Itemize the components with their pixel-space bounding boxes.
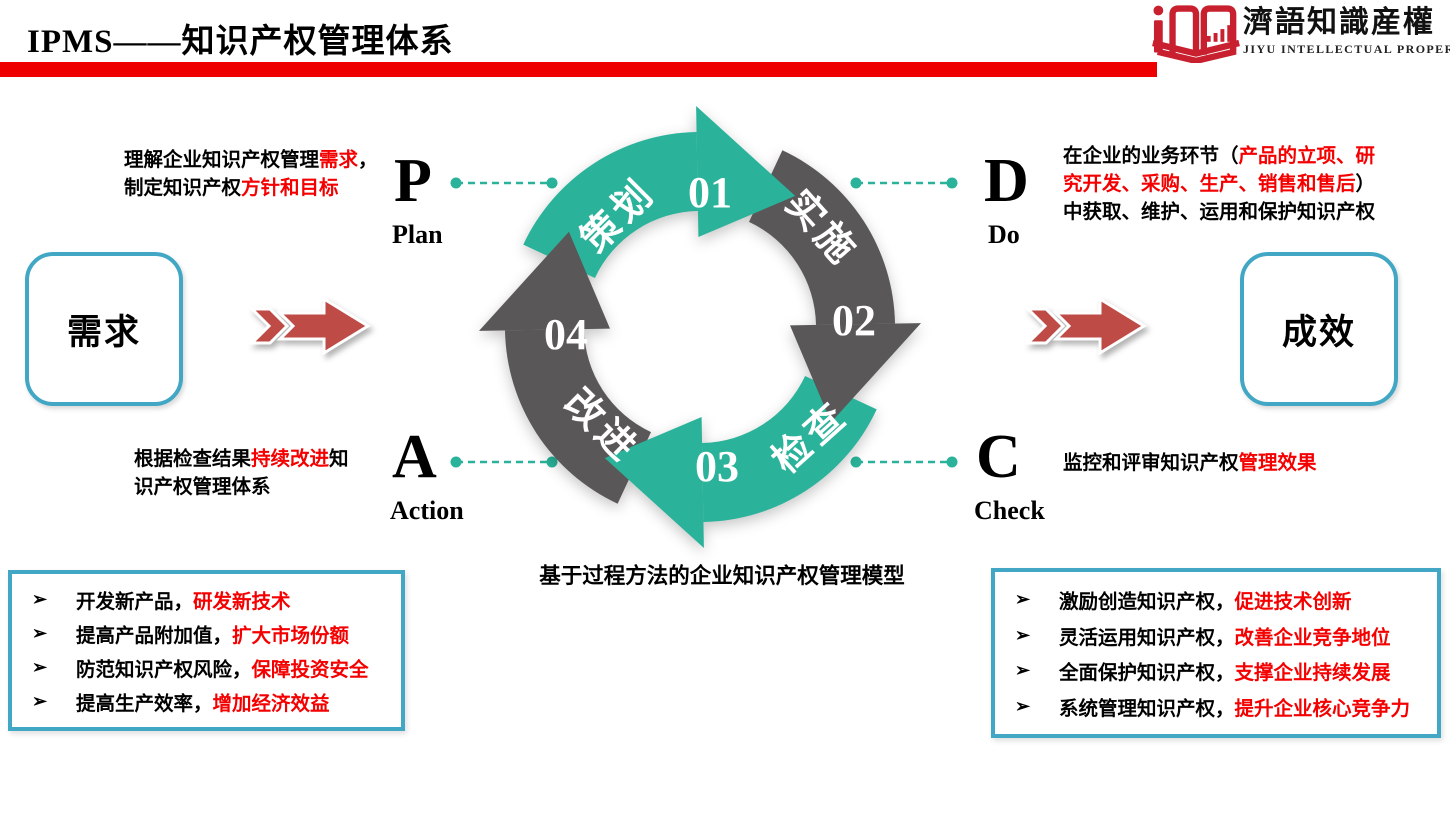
step-number-01: 01: [688, 168, 732, 217]
benefit-text: 提高产品附加值，扩大市场份额: [76, 626, 350, 647]
plan-description: 理解企业知识产权管理需求，制定知识产权方针和目标: [124, 150, 378, 199]
segment-plan-arrowhead: [696, 106, 796, 237]
segment-improve-arrowhead: [479, 231, 610, 331]
output-box-result: 成效: [1240, 252, 1398, 406]
list-item: ➢ 激励创造知识产权，促进技术创新: [995, 585, 1437, 614]
arrow-bullet-icon: ➢: [32, 657, 48, 677]
letter-c: C: [976, 423, 1021, 491]
do-connector-line: [850, 177, 958, 189]
arrow-bullet-icon: ➢: [1015, 696, 1031, 717]
benefits-box-right: ➢ 激励创造知识产权，促进技术创新 ➢ 灵活运用知识产权，改善企业竞争地位 ➢ …: [991, 568, 1441, 738]
step-number-02: 02: [832, 296, 876, 345]
arrow-bullet-icon: ➢: [32, 623, 48, 643]
plan-connector-line: [450, 177, 558, 189]
open-book-logo-icon: [1152, 5, 1240, 63]
logo-text: 濟語知識産權 JIYU INTELLECTUAL PROPERTY: [1243, 6, 1450, 57]
list-item: ➢ 系统管理知识产权，提升企业核心竞争力: [995, 692, 1437, 721]
arrow-bullet-icon: ➢: [32, 589, 48, 609]
benefit-text: 系统管理知识产权，提升企业核心竞争力: [1059, 699, 1411, 721]
action-connector-line: [450, 456, 558, 468]
word-do: Do: [988, 220, 1020, 249]
arrow-bullet-icon: ➢: [32, 691, 48, 711]
benefit-text: 开发新产品，研发新技术: [76, 592, 291, 613]
step-number-04: 04: [544, 310, 588, 359]
input-box-demand: 需求: [25, 252, 183, 406]
do-description: 在企业的业务环节（产品的立项、研究开发、采购、生产、销售和售后）中获取、维护、运…: [1063, 146, 1376, 223]
output-box-label: 成效: [1281, 312, 1356, 352]
word-plan: Plan: [392, 220, 443, 249]
step-number-03: 03: [695, 442, 739, 491]
benefit-text: 提高生产效率，增加经济效益: [76, 694, 330, 715]
letter-p: P: [394, 147, 432, 215]
list-item: ➢ 提高产品附加值，扩大市场份额: [12, 619, 401, 648]
list-item: ➢ 防范知识产权风险，保障投资安全: [12, 653, 401, 682]
check-description: 监控和评审知识产权管理效果: [1063, 453, 1317, 474]
letter-d: D: [984, 147, 1029, 215]
list-item: ➢ 灵活运用知识产权，改善企业竞争地位: [995, 621, 1437, 650]
benefit-text: 灵活运用知识产权，改善企业竞争地位: [1059, 627, 1391, 649]
benefits-box-left: ➢ 开发新产品，研发新技术 ➢ 提高产品附加值，扩大市场份额 ➢ 防范知识产权风…: [8, 570, 405, 731]
input-box-label: 需求: [66, 312, 141, 352]
list-item: ➢ 提高生产效率，增加经济效益: [12, 687, 401, 716]
arrow-bullet-icon: ➢: [1015, 588, 1031, 609]
benefit-text: 防范知识产权风险，保障投资安全: [76, 660, 369, 681]
check-connector-line: [850, 456, 958, 468]
action-description: 根据检查结果持续改进知识产权管理体系: [134, 449, 349, 498]
letter-a: A: [392, 423, 437, 491]
arrow-bullet-icon: ➢: [1015, 624, 1031, 645]
right-arrow-right: [1024, 296, 1147, 356]
benefit-text: 激励创造知识产权，促进技术创新: [1059, 591, 1352, 613]
list-item: ➢ 开发新产品，研发新技术: [12, 585, 401, 614]
diagram-caption: 基于过程方法的企业知识产权管理模型: [539, 564, 905, 588]
benefit-text: 全面保护知识产权，支撑企业持续发展: [1059, 663, 1391, 685]
logo-name-cn: 濟語知識産權: [1243, 6, 1435, 39]
word-action: Action: [390, 496, 464, 525]
logo-name-en: JIYU INTELLECTUAL PROPERTY: [1243, 42, 1450, 56]
pdca-cycle-diagram: 01 02 03 04 策划 实施 检查 改进: [479, 106, 921, 548]
segment-check-arrowhead: [604, 417, 704, 548]
page-title: IPMS——知识产权管理体系: [27, 24, 454, 60]
list-item: ➢ 全面保护知识产权，支撑企业持续发展: [995, 656, 1437, 685]
right-arrow-left: [248, 296, 371, 356]
arrow-bullet-icon: ➢: [1015, 660, 1031, 681]
segment-do-arrowhead: [790, 323, 921, 423]
title-underline-bar: [0, 62, 1157, 77]
word-check: Check: [974, 496, 1045, 525]
